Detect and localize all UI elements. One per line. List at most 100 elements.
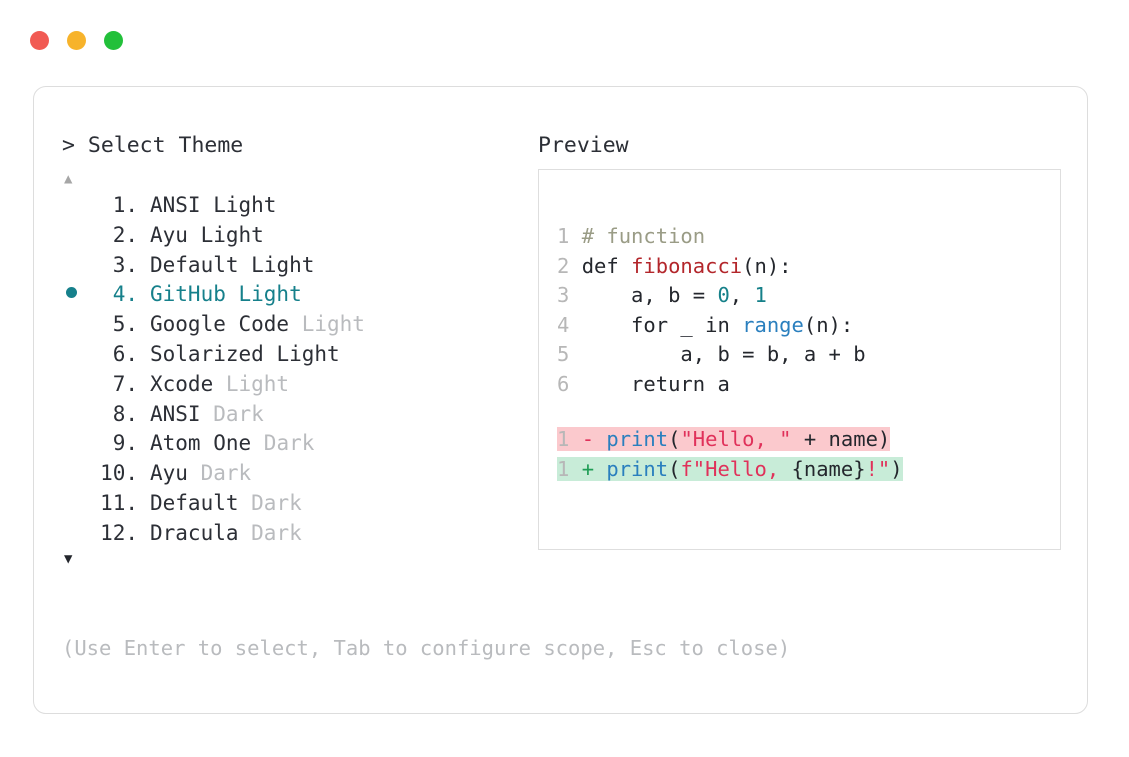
code-token-plain: ,	[729, 283, 755, 307]
theme-item-number: 11.	[100, 490, 138, 515]
line-number: 2	[557, 253, 582, 278]
theme-item-variant: Dark	[238, 520, 302, 545]
code-token-plain: a, b = b, a + b	[581, 342, 866, 366]
scroll-down-icon[interactable]: ▼	[64, 550, 73, 567]
code-token-str: f"Hello,	[680, 456, 792, 481]
theme-list-item[interactable]: 10.Ayu Dark	[62, 459, 532, 489]
theme-item-name: Default Light	[150, 252, 315, 277]
line-number: 3	[557, 283, 582, 307]
maximize-button-dot[interactable]	[104, 31, 123, 50]
theme-item-name: GitHub Light	[150, 282, 302, 307]
theme-item-number: 12.	[100, 520, 138, 545]
theme-selector-pane: > Select Theme ▲ 1. ANSI Light 2. Ayu Light…	[62, 133, 532, 569]
theme-list-item[interactable]: 6. Solarized Light	[62, 340, 532, 370]
theme-item-variant: Dark	[251, 431, 315, 456]
theme-item-variant: Light	[263, 341, 340, 366]
theme-item-name: Google Code Light	[150, 312, 365, 337]
code-token-plain: + name)	[791, 427, 891, 451]
code-token-num: 1	[754, 283, 767, 307]
theme-item-name: Xcode Light	[150, 371, 290, 396]
theme-picker-card: > Select Theme ▲ 1. ANSI Light 2. Ayu Light…	[33, 86, 1088, 714]
code-token-plain: {name}	[791, 456, 866, 481]
theme-item-variant: Dark	[200, 401, 264, 426]
diff-line-del: 1 - print("Hello, " + name)	[557, 425, 1060, 455]
diff-block: 1 - print("Hello, " + name)1 + print(f"H…	[557, 425, 1060, 484]
theme-item-number: 2.	[112, 222, 138, 247]
code-line: 3 a, b = 0, 1	[557, 281, 1060, 311]
code-token-plain: a, b =	[581, 283, 718, 307]
theme-item-variant: Light	[187, 222, 264, 247]
code-token-plain: (	[668, 427, 681, 451]
minimize-button-dot[interactable]	[67, 31, 86, 50]
theme-item-name: Solarized Light	[150, 341, 340, 366]
theme-list-item[interactable]: 1. ANSI Light	[62, 191, 532, 221]
theme-item-name: ANSI Light	[150, 193, 277, 217]
theme-list-item[interactable]: 2. Ayu Light	[62, 221, 532, 251]
theme-list-item[interactable]: 11. Default Dark	[62, 489, 532, 519]
code-token-num: 0	[717, 283, 730, 307]
code-line: 6 return a	[557, 370, 1060, 400]
select-theme-prompt: > Select Theme	[62, 133, 244, 158]
theme-item-variant: Light	[238, 252, 315, 277]
code-line: 5 a, b = b, a + b	[557, 340, 1060, 370]
theme-list-item[interactable]: 3. Default Light	[62, 251, 532, 281]
theme-list-item[interactable]: 9. Atom One Dark	[62, 429, 532, 459]
code-token-plain: return a	[581, 371, 730, 396]
theme-item-number: 6.	[112, 341, 138, 366]
diff-line-add: 1 + print(f"Hello, {name}!")	[557, 455, 1060, 485]
theme-item-name: Atom One Dark	[150, 431, 315, 456]
theme-item-number: 4.	[112, 282, 138, 307]
code-token-str: "Hello, "	[680, 427, 792, 451]
theme-list-item[interactable]: 12. Dracula Dark	[62, 519, 532, 549]
code-token-fn: fibonacci	[631, 253, 743, 278]
code-token-builtin: range	[742, 312, 804, 337]
theme-item-variant: Light	[225, 282, 302, 307]
theme-item-number: 1.	[112, 193, 138, 217]
code-token-builtin: print	[606, 456, 669, 481]
code-token-str: !"	[865, 456, 891, 481]
theme-item-number: 9.	[112, 431, 138, 456]
line-number: 1	[557, 427, 582, 451]
line-number: 4	[557, 312, 582, 337]
code-line: 1 # function	[557, 222, 1060, 252]
selected-bullet-icon	[66, 287, 77, 299]
theme-item-name: Dracula Dark	[150, 520, 302, 545]
code-token-plain: (n):	[742, 253, 792, 278]
theme-item-name: Ayu Light	[150, 222, 264, 247]
theme-list-item[interactable]: 7.Xcode Light	[62, 370, 532, 400]
keyboard-hint: (Use Enter to select, Tab to configure s…	[62, 636, 791, 660]
theme-list-item[interactable]: 5. Google Code Light	[62, 310, 532, 340]
theme-item-number: 5.	[112, 312, 138, 337]
code-token-plain: for _ in	[581, 312, 743, 337]
theme-item-name: ANSI Dark	[150, 401, 264, 426]
preview-label: Preview	[538, 133, 629, 158]
theme-item-number: 3.	[112, 252, 138, 277]
theme-item-number: 8.	[112, 401, 138, 426]
diff-line-content: 1 - print("Hello, " + name)	[557, 427, 891, 451]
code-token-builtin: print	[606, 427, 669, 451]
code-token-comment: # function	[581, 224, 706, 248]
code-line: 4 for _ in range(n):	[557, 311, 1060, 341]
theme-item-variant: Light	[200, 193, 277, 217]
theme-item-name: Default Dark	[150, 490, 302, 515]
code-token-plain: (	[668, 456, 681, 481]
diff-spacer	[557, 399, 1060, 425]
close-button-dot[interactable]	[30, 31, 49, 50]
window-controls	[30, 31, 123, 50]
code-token-plain: )	[890, 456, 903, 481]
diff-marker-del: -	[581, 427, 607, 451]
theme-item-variant: Dark	[238, 490, 302, 515]
line-number: 5	[557, 342, 582, 366]
theme-list-item[interactable]: 8. ANSI Dark	[62, 400, 532, 430]
code-line: 2 def fibonacci(n):	[557, 252, 1060, 282]
picker-columns: > Select Theme ▲ 1. ANSI Light 2. Ayu Light…	[34, 87, 1087, 713]
scroll-up-icon[interactable]: ▲	[64, 171, 73, 187]
theme-list-item[interactable]: 4. GitHub Light	[62, 280, 532, 310]
theme-item-variant: Light	[213, 371, 290, 396]
theme-item-variant: Light	[289, 312, 365, 337]
code-token-kw: def	[581, 253, 632, 278]
diff-marker-add: +	[581, 456, 607, 481]
